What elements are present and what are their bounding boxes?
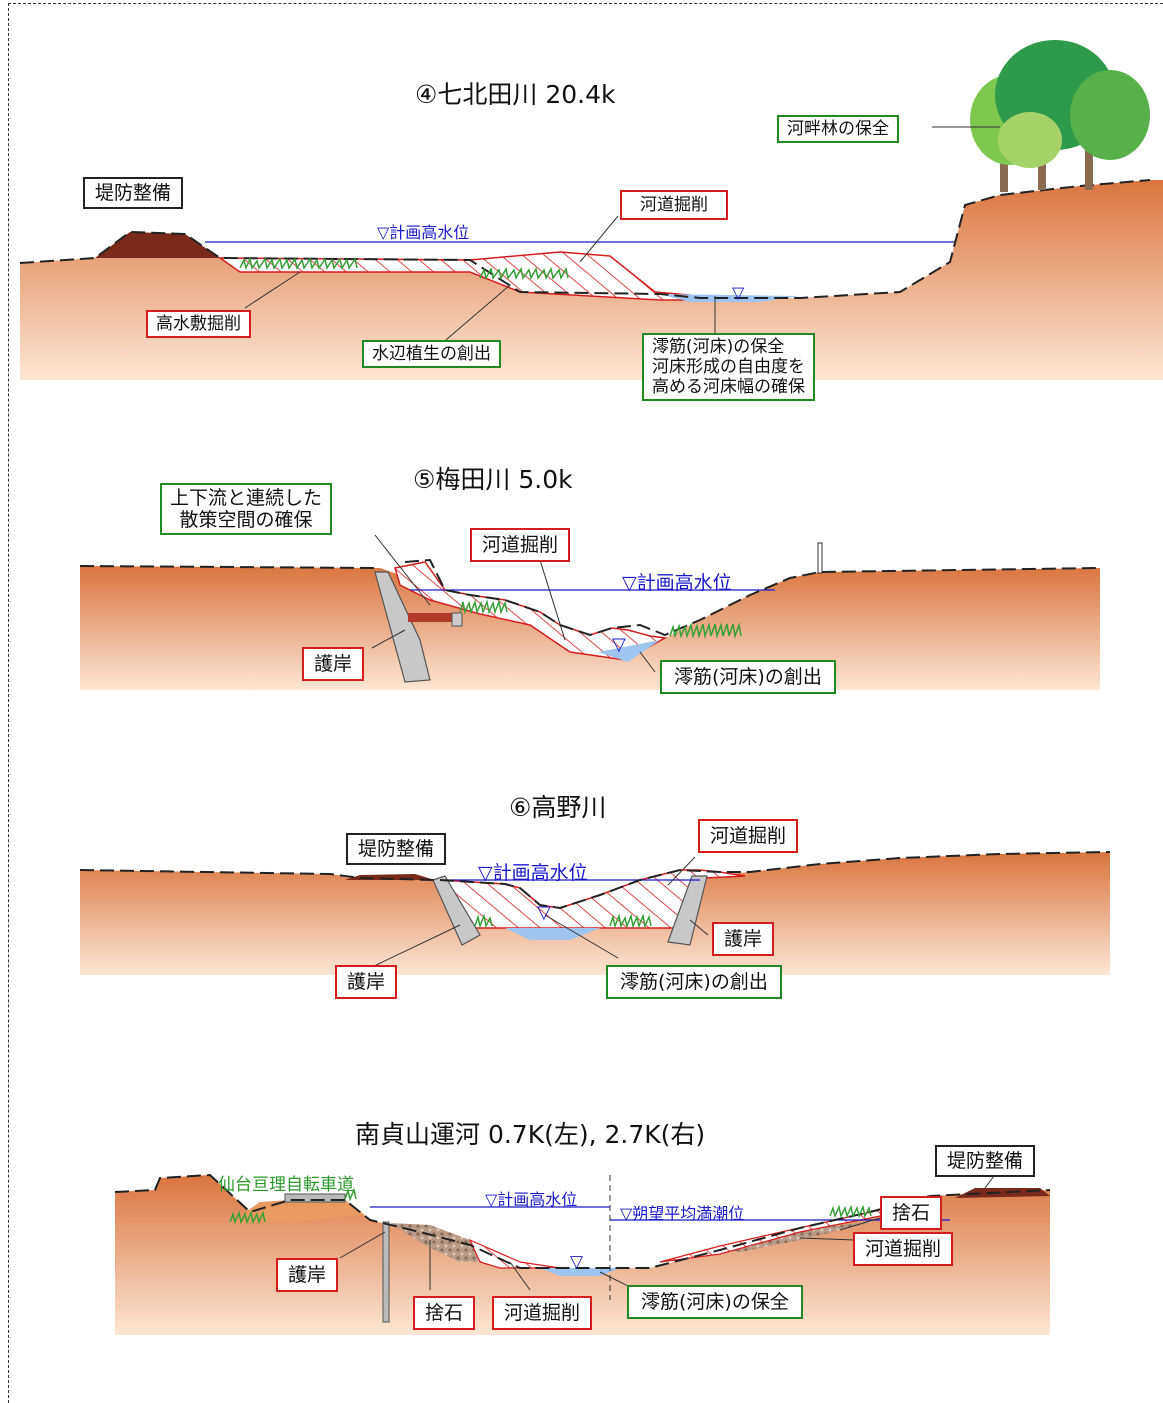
section-4-excavation-left-label: 河道掘削 [492,1296,593,1330]
revetment-pile [382,1221,390,1323]
section-4-tide-level: ▽朔望平均満潮位 [620,1204,745,1223]
section-4-revetment-label: 護岸 [276,1258,339,1292]
riprap-right [720,1220,880,1252]
section-1-low-channel-label: 澪筋(河床)の保全 河床形成の自由度を 高める河床幅の確保 [642,333,815,401]
water-channel [505,928,600,940]
riprap-left [390,1223,490,1262]
grass-strip [474,913,652,929]
water-channel [598,640,660,662]
section-4-water-mark-icon: ▽ [570,1252,584,1272]
section-1-vegetation-label: 水辺植生の創出 [362,340,501,368]
section-2-water-mark-icon: ▽ [612,634,626,655]
water-channel [660,294,800,302]
grass-strip [459,599,742,639]
section-1-forest-label: 河畔林の保全 [777,115,899,143]
ground-profile [80,566,1100,690]
section-3-title: ⑥高野川 [509,793,607,822]
section-1-levee-label: 堤防整備 [83,177,184,209]
section-4-riprap-left-label: 捨石 [413,1296,476,1330]
water-channel [540,1268,620,1276]
section-1-water-level: ▽計画高水位 [377,223,470,242]
section-4-excavation-right-label: 河道掘削 [853,1232,954,1266]
section-3-low-channel-label: 澪筋(河床)の創出 [606,965,782,999]
promenade-deck [408,613,453,622]
section-4-title: 南貞山運河 0.7K(左), 2.7K(右) [355,1120,706,1149]
section-4-water-level: ▽計画高水位 [485,1190,578,1209]
levee-mound [95,232,220,258]
section-3-water-mark-icon: ▽ [537,902,551,923]
section-3-levee-label: 堤防整備 [346,833,447,865]
section-1-excavation-label: 河道掘削 [620,190,728,220]
ground-dashed-line [19,179,1151,299]
revetment-left [432,875,481,946]
ground-profile [20,180,1163,380]
section-2-cross-section [79,534,1101,690]
section-4-riprap-right-label: 捨石 [880,1196,943,1230]
section-2-revetment-label: 護岸 [302,647,365,681]
ground-dashed-line [79,558,1101,637]
section-2-excavation-label: 河道掘削 [470,528,571,562]
section-3-revetment-right-label: 護岸 [712,922,775,956]
section-2-promenade-label: 上下流と連続した 散策空間の確保 [160,483,333,535]
ground-dashed-line [114,1173,1051,1269]
section-2-title: ⑤梅田川 5.0k [413,465,573,494]
section-1-title: ④七北田川 20.4k [415,80,616,109]
revetment-wall [374,571,431,683]
ground-profile [80,852,1110,975]
excavation-area-left [468,1238,561,1269]
grass-strip [239,256,569,281]
grass-strip [229,1187,872,1225]
section-3-excavation-label: 河道掘削 [698,819,799,853]
section-4-low-channel-label: 澪筋(河床)の保全 [627,1285,803,1319]
ground-dashed-line [79,851,1111,910]
riverbank-forest-trees [970,40,1150,192]
section-2-low-channel-label: 澪筋(河床)の創出 [660,660,836,694]
section-3-cross-section [79,851,1111,975]
section-4-levee-label: 堤防整備 [935,1145,1036,1177]
section-2-water-level: ▽計画高水位 [622,572,732,594]
section-3-water-level: ▽計画高水位 [478,862,588,884]
diagram-frame [8,3,1163,1403]
revetment-right [667,875,708,946]
section-4-bicycle-road-label: 仙台亘理自転車道 [218,1175,354,1195]
section-1-floodplain-label: 高水敷掘削 [146,310,251,338]
section-4-cross-section [114,1167,1051,1335]
section-1-cross-section [19,40,1163,380]
section-3-revetment-left-label: 護岸 [335,965,398,999]
section-1-water-mark-icon: ▽ [732,283,745,302]
